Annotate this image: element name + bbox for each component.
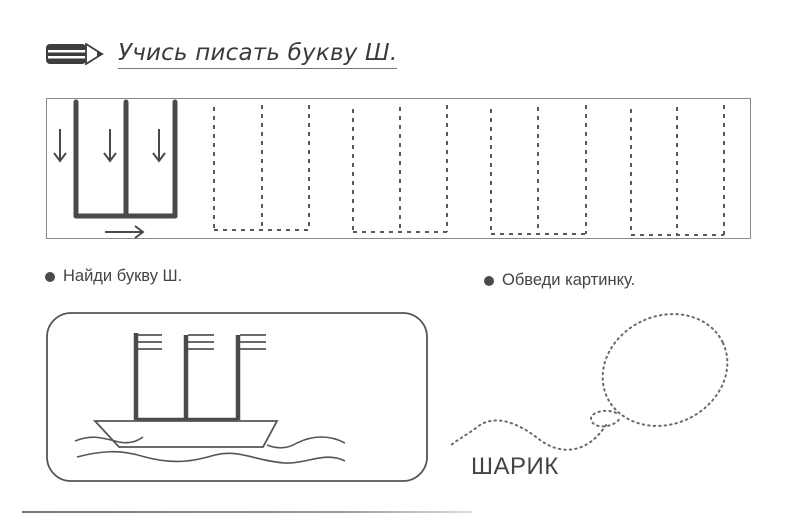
stroke-arrows (53, 129, 166, 239)
balloon-word: ШАРИК (471, 453, 559, 480)
ship-flags (138, 334, 266, 350)
bullet-icon (45, 271, 55, 282)
bottom-divider (22, 511, 472, 513)
dotted-letter-4 (630, 105, 725, 236)
task-label: Найди букву Ш. (63, 267, 183, 285)
pencil-icon (46, 43, 104, 65)
dotted-letters (213, 105, 725, 236)
ship-masts (133, 333, 241, 423)
balloon-knot (589, 409, 621, 428)
task-label: Обведи картинку. (502, 271, 636, 289)
task-trace-picture: Обведи картинку. (484, 271, 635, 290)
waves (74, 436, 346, 464)
dotted-letter-1 (213, 105, 310, 231)
letter-strokes (53, 99, 725, 239)
ship-picture (46, 312, 428, 482)
balloon-string (449, 419, 607, 451)
dotted-letter-2 (352, 105, 448, 233)
model-letter-sha (73, 99, 178, 219)
dotted-letter-3 (490, 105, 587, 235)
bullet-icon (484, 275, 494, 286)
page-title: Учись писать букву Ш. (118, 40, 398, 69)
task-find-letter: Найди букву Ш. (45, 267, 182, 286)
balloon-picture (449, 313, 729, 451)
letter-practice-box (46, 98, 751, 239)
header: Учись писать букву Ш. (46, 38, 398, 70)
balloon-outline (601, 313, 729, 427)
ship-hull (92, 420, 279, 448)
